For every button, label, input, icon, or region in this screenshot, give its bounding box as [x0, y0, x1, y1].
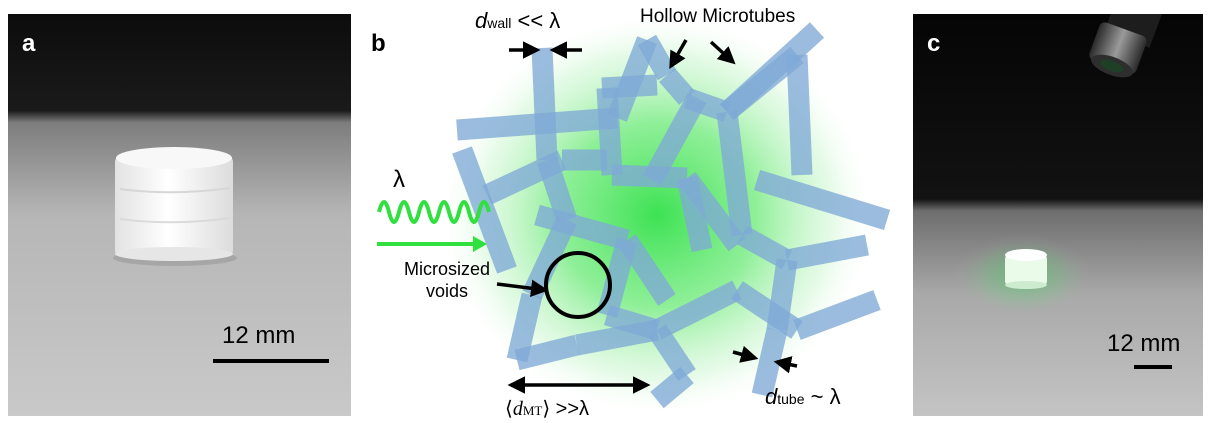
panel-letter-c: c [927, 30, 941, 57]
d-mt-relation: ⟩ >>λ [542, 398, 590, 420]
lambda-label: λ [393, 166, 405, 193]
d-wall-symbol: d [475, 8, 488, 33]
panel-c-photo: c 12 mm [913, 14, 1203, 416]
panel-a-image [8, 14, 351, 416]
panel-c-image [913, 14, 1203, 416]
microtube-schematic [377, 10, 891, 420]
microsized-voids-line2: voids [426, 281, 469, 301]
microsized-voids-label: Microsized voids [404, 258, 490, 302]
light-wave [377, 200, 491, 224]
scale-bar-a [213, 359, 329, 363]
microtube-network [452, 22, 891, 409]
scale-bar-c [1134, 365, 1172, 369]
d-mt-symbol: d [512, 398, 523, 420]
d-wall-label: dwall << λ [475, 8, 560, 34]
hollow-microtubes-label: Hollow Microtubes [640, 6, 796, 27]
d-mt-open-bracket: ⟨ [505, 398, 513, 420]
annotation-arrows [496, 39, 798, 374]
d-wall-subscript: wall [487, 15, 512, 31]
panel-letter-a: a [22, 30, 36, 57]
d-mt-label: ⟨dMT⟩ >>λ [505, 396, 589, 421]
d-tube-relation: ~ λ [810, 384, 841, 409]
laser-pointer [1089, 14, 1162, 78]
panel-a-photo: a 12 mm [8, 14, 351, 416]
panel-letter-b: b [371, 30, 386, 57]
wave-direction-arrowhead [473, 236, 487, 252]
d-wall-relation: << λ [517, 8, 561, 33]
d-tube-symbol: d [765, 384, 778, 409]
scale-bar-label-c: 12 mm [1107, 330, 1181, 357]
microsized-voids-line1: Microsized [404, 259, 491, 279]
scale-bar-label-a: 12 mm [222, 322, 296, 349]
sample-cylinder [115, 156, 233, 256]
d-tube-label: dtube ~ λ [765, 384, 841, 410]
glowing-sample [1005, 254, 1047, 286]
panel-b-schematic: b dwall << λ Hollow Microtubes λ Microsi… [357, 0, 907, 423]
d-tube-subscript: tube [777, 391, 805, 407]
d-mt-subscript: MT [522, 403, 543, 418]
